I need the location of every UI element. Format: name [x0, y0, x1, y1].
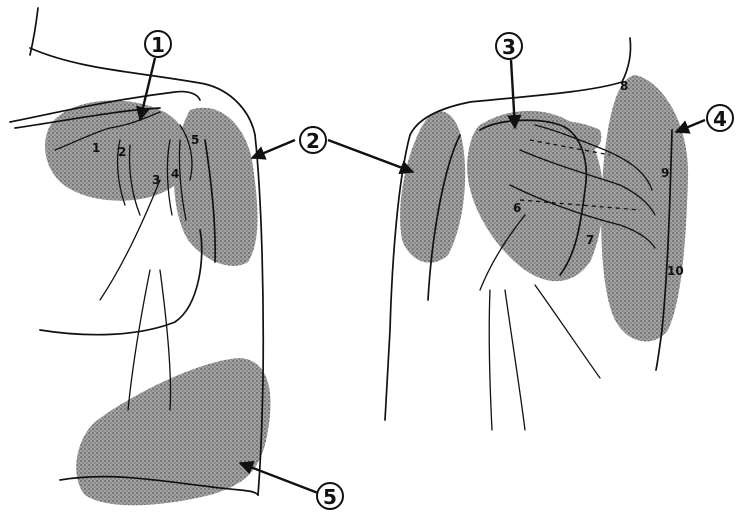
svg-text:3: 3: [502, 35, 516, 59]
zone-forearm: [76, 358, 270, 505]
circle-label-5: 5: [317, 483, 343, 509]
point-label-3: 3: [152, 173, 160, 187]
back-inner-arm-2: [505, 290, 525, 430]
circle-label-4: 4: [707, 105, 733, 131]
point-label-4: 4: [171, 167, 179, 181]
svg-text:1: 1: [151, 33, 165, 57]
arrow-zone-2-right: [328, 140, 413, 172]
circle-label-2: 2: [300, 127, 326, 153]
point-label-5: 5: [191, 133, 199, 147]
left-figure: 1 2 3 4 5: [10, 8, 318, 505]
point-label-6: 6: [513, 201, 521, 215]
point-label-7: 7: [586, 233, 594, 247]
arrow-zone-4: [676, 120, 705, 132]
arrow-zone-5: [240, 463, 318, 493]
back-lat-line: [535, 285, 600, 378]
arrow-zone-2-left: [252, 140, 295, 158]
circle-label-1: 1: [145, 31, 171, 57]
point-label-8: 8: [620, 79, 628, 93]
svg-text:4: 4: [713, 107, 727, 131]
circle-label-3: 3: [496, 33, 522, 59]
point-label-10: 10: [667, 264, 684, 278]
point-label-2: 2: [118, 145, 126, 159]
back-inner-arm-1: [489, 290, 492, 430]
zone-scapula: [601, 75, 688, 341]
point-label-9: 9: [661, 166, 669, 180]
chest-curve: [40, 230, 202, 335]
back-neck-line: [622, 38, 631, 82]
inner-arm-line-1: [128, 270, 150, 410]
right-figure: 6 7 8 9 10: [328, 38, 705, 430]
svg-text:2: 2: [306, 129, 320, 153]
point-label-1: 1: [92, 141, 100, 155]
svg-text:5: 5: [323, 485, 337, 509]
